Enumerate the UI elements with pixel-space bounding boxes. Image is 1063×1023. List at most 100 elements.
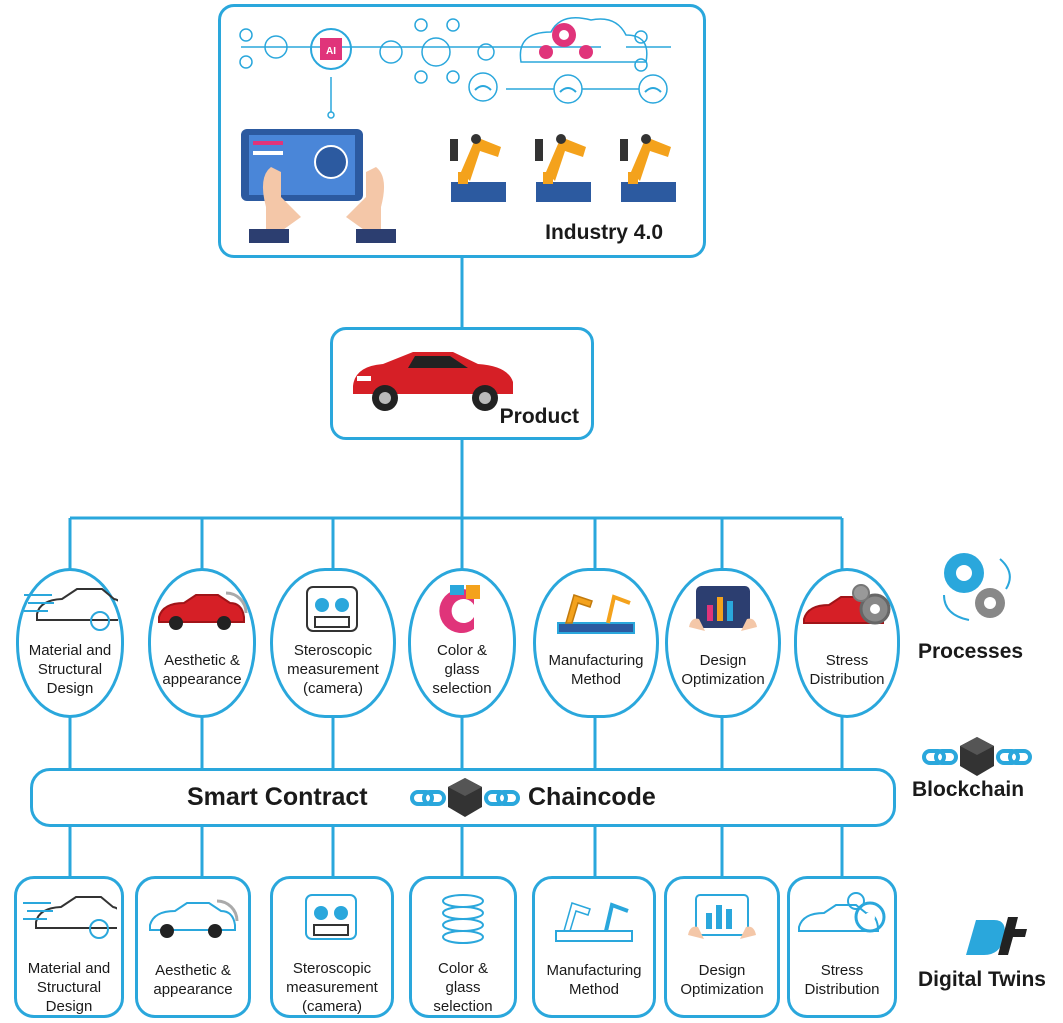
product-box: Product [330, 327, 594, 440]
industry-title: Industry 4.0 [545, 221, 663, 244]
smart-contract-bar: Smart Contract Chaincode [30, 768, 896, 827]
process-label-line: Stress [825, 652, 869, 669]
digital-twin-label-line: glass [445, 979, 481, 996]
robot-arm-icons [450, 134, 676, 202]
digital-twin-label: Aesthetic & appearance [138, 961, 248, 999]
svg-text:AI: AI [326, 46, 336, 57]
process-label-line: glass [444, 661, 480, 678]
digital-twin-label-line: appearance [153, 981, 233, 998]
robot-arm-assembly-icon [548, 579, 644, 642]
red-convertible-car-icon [353, 352, 513, 411]
process-label-line: (camera) [302, 680, 363, 697]
chaincode-label: Chaincode [528, 783, 656, 811]
product-title: Product [499, 405, 579, 428]
digital-twin-label-line: Design [698, 962, 746, 979]
digital-twin-label-line: Structural [36, 979, 102, 996]
process-label-line: Distribution [809, 671, 885, 688]
digital-twin-label-line: Material and [27, 960, 111, 977]
process-label-line: Material and [28, 642, 112, 659]
process-label-line: Structural [37, 661, 103, 678]
processes-label: Processes [918, 640, 1024, 663]
digital-twin-box: Color & glass selection [409, 876, 517, 1018]
stereo-camera-icon [285, 579, 381, 642]
blockchain-side-icon [922, 737, 1032, 776]
industry-4-0-box: AI [218, 4, 706, 258]
digital-twin-label-line: Optimization [680, 981, 764, 998]
process-label: Aesthetic & appearance [151, 651, 253, 689]
cloud-gears-icon [539, 23, 593, 59]
car-gears-outline-icon [794, 887, 890, 954]
blockchain-label: Blockchain [912, 778, 1025, 801]
digital-twin-box: Aesthetic & appearance [135, 876, 251, 1018]
blockchain-chain-icon [410, 778, 520, 817]
stereo-camera-outline-icon [284, 887, 380, 954]
process-oval: Aesthetic & appearance [148, 568, 256, 718]
process-label: Steroscopic measurement (camera) [273, 641, 393, 698]
color-palette-icon [414, 579, 510, 642]
digital-twins-label: Digital Twins [918, 968, 1046, 991]
dt-logo-icon [966, 917, 1027, 955]
digital-twin-label-line: Aesthetic & [155, 962, 231, 979]
digital-twin-label: Steroscopic measurement (camera) [273, 959, 391, 1016]
glass-layers-outline-icon [415, 887, 511, 954]
digital-twin-box: Steroscopic measurement (camera) [270, 876, 394, 1018]
process-label-line: Design [699, 652, 747, 669]
process-label-line: Aesthetic & [164, 652, 240, 669]
process-oval: Color & glass selection [408, 568, 516, 718]
digital-twins-logo [958, 905, 1038, 957]
process-label-line: measurement [287, 661, 379, 678]
process-label-line: Steroscopic [293, 642, 373, 659]
left-hand-icon [262, 167, 301, 242]
digital-twin-label-line: selection [433, 998, 493, 1015]
digital-twin-label-line: Design [45, 998, 93, 1015]
robot-arm-outline-icon [546, 887, 642, 954]
digital-twin-label-line: measurement [286, 979, 378, 996]
digital-twin-label-line: Color & [437, 960, 489, 977]
digital-twin-label-line: Manufacturing [546, 962, 642, 979]
process-label-line: Optimization [681, 671, 765, 688]
digital-twin-label-line: Method [568, 981, 620, 998]
ai-chip-icon [320, 38, 342, 60]
process-label-line: Design [46, 680, 94, 697]
process-label: Color & glass selection [411, 641, 513, 698]
digital-twin-label-line: Steroscopic [292, 960, 372, 977]
digital-twin-label-line: Stress [820, 962, 864, 979]
process-label-line: Color & [436, 642, 488, 659]
process-label-line: appearance [162, 671, 242, 688]
digital-twin-label-line: Distribution [804, 981, 880, 998]
car-gears-icon [799, 579, 895, 642]
car-speedometer-outline-icon [145, 887, 241, 954]
car-circuit-outline-icon [21, 887, 124, 954]
right-hand-icon [346, 167, 385, 242]
process-label-line: Manufacturing [548, 652, 644, 669]
red-car-speedometer-icon [154, 579, 250, 642]
smart-contract-label: Smart Contract [187, 783, 368, 811]
industry-illustration: AI [239, 17, 676, 243]
digital-twin-label: Color & glass selection [412, 959, 514, 1016]
process-oval: Steroscopic measurement (camera) [270, 568, 396, 718]
process-label-line: Method [570, 671, 622, 688]
process-label-line: selection [432, 680, 492, 697]
car-circuit-icon [22, 579, 125, 642]
tablet-chart-outline-icon [674, 887, 770, 954]
tablet-chart-icon [675, 579, 771, 642]
processes-gears-icon [943, 553, 1011, 621]
digital-twin-label-line: (camera) [301, 998, 362, 1015]
